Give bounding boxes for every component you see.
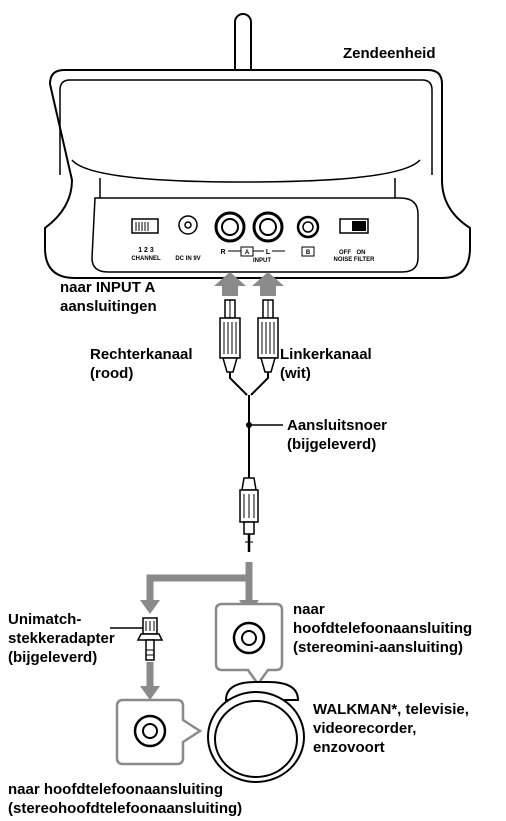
input-arrows: [214, 272, 284, 296]
routing-arrows: [140, 562, 259, 700]
mini-jack-callout: [214, 602, 284, 687]
input-l-label: L: [266, 249, 271, 256]
right-channel-label-line2: (rood): [90, 365, 134, 382]
mini-jack-label-line2: hoofdtelefoonaansluiting: [293, 620, 473, 637]
input-r-label: R: [220, 249, 225, 256]
input-a-right-jack: [214, 211, 246, 243]
cord-label-line1: Aansluitsnoer: [287, 417, 388, 434]
device-label-line3: enzovoort: [313, 739, 385, 756]
cord-label-line2: (bijgeleverd): [287, 436, 377, 453]
standard-jack-callout: [115, 698, 203, 766]
adapter-label-line3: (bijgeleverd): [8, 649, 98, 666]
rca-plug-right: [219, 299, 241, 373]
rca-plug-left: [257, 299, 279, 373]
input-b-jack: [296, 215, 320, 239]
input-a-label-line2: aansluitingen: [60, 298, 157, 315]
left-channel-label-line1: Linkerkanaal: [280, 346, 372, 363]
std-jack-label-line2: (stereohoofdtelefoonaansluiting): [8, 800, 243, 817]
source-device: [207, 681, 305, 783]
input-b-label: B: [306, 250, 311, 256]
noise-filter-label: NOISE FILTER: [334, 257, 376, 263]
transmitter-unit: [44, 69, 471, 279]
mini-plug: [239, 477, 259, 552]
adapter-label-line2: stekkeradapter: [8, 630, 115, 647]
device-label-line1: WALKMAN*, televisie,: [313, 701, 469, 718]
channel-label: CHANNEL: [131, 256, 161, 262]
noise-on-label: ON: [357, 250, 366, 256]
adapter-label-line1: Unimatch-: [8, 611, 82, 628]
connecting-cord: [229, 372, 269, 478]
channel-digits: 1 2 3: [138, 247, 154, 254]
dc-in-jack: [178, 215, 198, 235]
left-channel-label-line2: (wit): [280, 365, 311, 382]
noise-off-label: OFF: [339, 250, 351, 256]
transmitter-title: Zendeenheid: [343, 45, 436, 62]
right-channel-label-line1: Rechterkanaal: [90, 346, 193, 363]
input-a-left-jack: [252, 211, 284, 243]
input-a-label-line1: naar INPUT A: [60, 279, 156, 296]
dc-in-label: DC IN 9V: [175, 256, 200, 262]
channel-switch: [131, 218, 159, 234]
device-label-line2: videorecorder,: [313, 720, 417, 737]
unimatch-adapter: [136, 617, 164, 661]
input-a-label: A: [245, 250, 250, 256]
input-label: INPUT: [253, 258, 271, 264]
std-jack-label-line1: naar hoofdtelefoonaansluiting: [8, 781, 224, 798]
mini-jack-label-line3: (stereomini-aansluiting): [293, 639, 464, 656]
noise-filter-switch: [339, 218, 369, 234]
mini-jack-label-line1: naar: [293, 601, 325, 618]
